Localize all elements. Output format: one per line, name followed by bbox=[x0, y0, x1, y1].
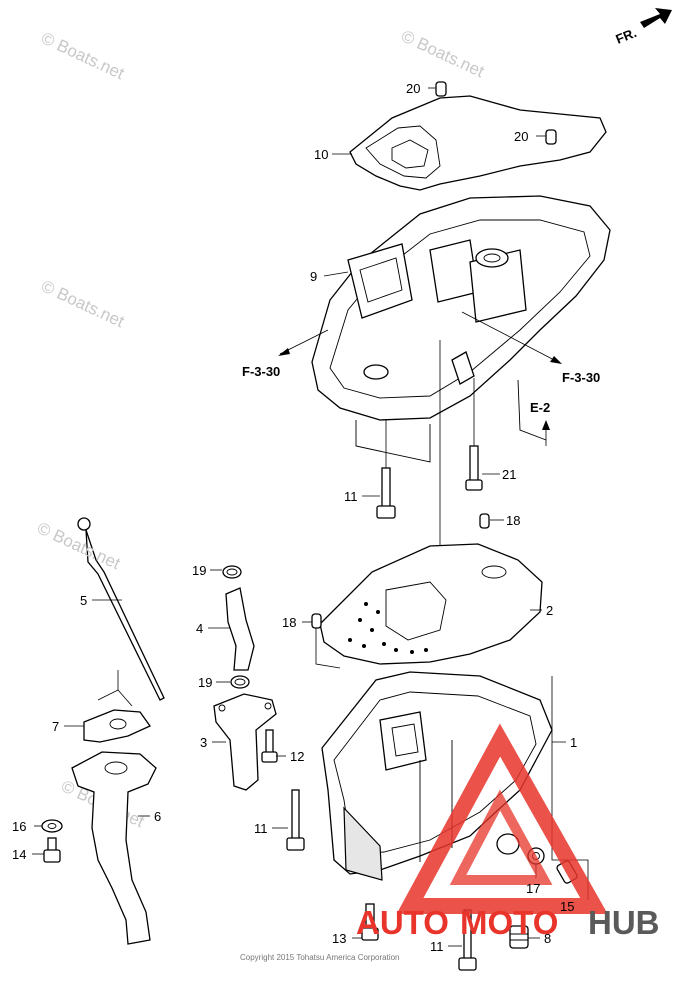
part-6-pipe bbox=[71, 751, 157, 945]
reference-label-f-3-30-left: F-3-30 bbox=[242, 364, 280, 379]
part-19-o-ring bbox=[230, 675, 250, 689]
part-11-bolt bbox=[286, 789, 305, 851]
callout: 1 bbox=[570, 735, 577, 750]
part-2-gasket bbox=[319, 543, 543, 665]
leader-lines bbox=[32, 87, 589, 947]
part-12-bolt bbox=[261, 729, 278, 763]
part-10-gasket bbox=[349, 95, 607, 191]
callout: 8 bbox=[544, 931, 551, 946]
callout: 7 bbox=[52, 719, 59, 734]
callout: 4 bbox=[196, 621, 203, 636]
callout: 11 bbox=[344, 489, 358, 504]
reference-label-e-2: E-2 bbox=[530, 400, 550, 415]
callout: 14 bbox=[12, 847, 26, 862]
automotohub-logo: AUTO MOTO HUB bbox=[356, 723, 660, 941]
logo-text-auto: AUTO bbox=[356, 904, 449, 941]
part-20-dowel-pin bbox=[545, 129, 557, 145]
logo-text-hub: HUB bbox=[588, 904, 660, 941]
callout: 3 bbox=[200, 735, 207, 750]
callout: 18 bbox=[282, 615, 296, 630]
callout: 15 bbox=[560, 899, 574, 914]
callout: 2 bbox=[546, 603, 553, 618]
part-11-bolt bbox=[376, 467, 396, 519]
callout: 11 bbox=[254, 821, 268, 836]
callout: 13 bbox=[332, 931, 346, 946]
callout: 11 bbox=[430, 939, 444, 954]
part-20-dowel-pin bbox=[435, 81, 447, 97]
part-3-oil-strainer bbox=[213, 693, 277, 791]
gasket-holes bbox=[348, 602, 428, 654]
callout-numbers: 20 20 10 9 11 21 18 2 18 5 19 4 19 7 3 1… bbox=[12, 81, 577, 954]
callout: 6 bbox=[154, 809, 161, 824]
callout: 20 bbox=[406, 81, 420, 96]
part-5-dipstick bbox=[77, 517, 165, 701]
callout: 18 bbox=[506, 513, 520, 528]
callout: 17 bbox=[526, 881, 540, 896]
part-14-bolt bbox=[43, 837, 61, 863]
part-4-pipe bbox=[225, 587, 255, 671]
part-16-washer bbox=[41, 819, 63, 833]
part-7-gasket bbox=[83, 709, 151, 743]
part-11-bolt bbox=[458, 909, 477, 971]
part-18-dowel-pin bbox=[479, 513, 490, 529]
logo-text-moto: MOTO bbox=[460, 904, 558, 941]
callout: 10 bbox=[314, 147, 328, 162]
part-1-oil-pan bbox=[321, 671, 553, 881]
callout: 5 bbox=[80, 593, 87, 608]
callout: 9 bbox=[310, 269, 317, 284]
reference-label-f-3-30-right: F-3-30 bbox=[562, 370, 600, 385]
callout: 20 bbox=[514, 129, 528, 144]
part-13-bolt bbox=[361, 903, 379, 941]
part-8-plug bbox=[509, 925, 529, 949]
part-21-bolt bbox=[465, 445, 483, 491]
reference-arrows bbox=[278, 311, 562, 446]
part-18-dowel-pin bbox=[311, 613, 322, 629]
watermark: © Boats.net bbox=[38, 28, 127, 83]
callout: 19 bbox=[192, 563, 206, 578]
watermark: © Boats.net bbox=[398, 26, 487, 81]
part-19-o-ring bbox=[222, 565, 242, 579]
callout: 16 bbox=[12, 819, 26, 834]
copyright-notice: Copyright 2015 Tohatsu America Corporati… bbox=[240, 953, 400, 962]
callout: 12 bbox=[290, 749, 304, 764]
callout: 21 bbox=[502, 467, 516, 482]
part-9-engine-holder bbox=[311, 195, 611, 463]
front-direction-arrow: FR. bbox=[614, 8, 672, 47]
watermark: © Boats.net bbox=[38, 276, 127, 331]
callout: 19 bbox=[198, 675, 212, 690]
front-direction-label: FR. bbox=[614, 25, 639, 47]
